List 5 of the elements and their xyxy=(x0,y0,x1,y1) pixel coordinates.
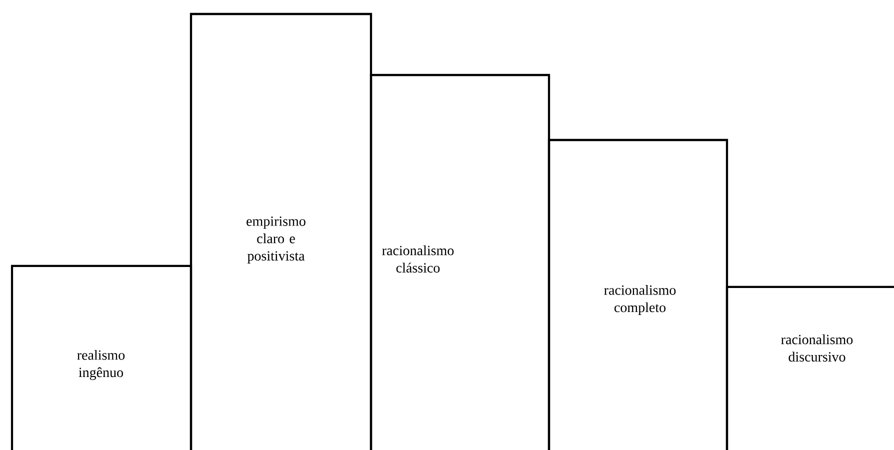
bar: racionalismo completo xyxy=(548,138,728,450)
bar: empirismo claro e positivista xyxy=(190,12,372,450)
bar: realismo ingênuo xyxy=(10,264,192,450)
bar: racionalismo clássico xyxy=(370,74,550,450)
bar: racionalismo discursivo xyxy=(726,286,894,450)
